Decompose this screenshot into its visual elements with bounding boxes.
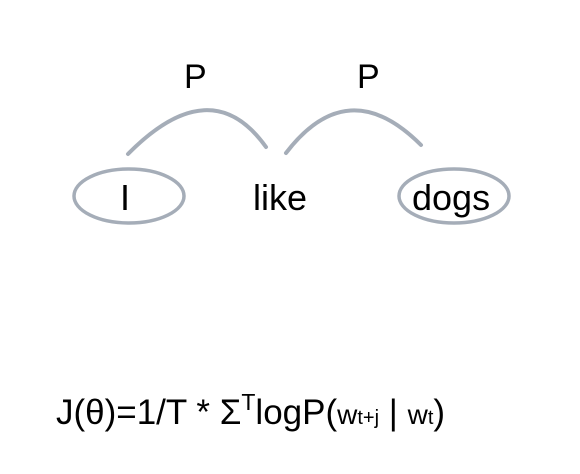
context-word-i: I bbox=[120, 177, 131, 218]
center-word-like: like bbox=[253, 177, 308, 218]
formula-separator: | bbox=[379, 393, 408, 432]
formula-w-center-subscript: t bbox=[427, 407, 434, 429]
formula-w-center: w bbox=[407, 399, 428, 430]
formula-w-target-subscript: t+j bbox=[357, 407, 380, 429]
probability-label-left: P bbox=[184, 58, 207, 96]
formula-lhs: J(θ)=1/T * Σ bbox=[56, 393, 242, 432]
formula-w-target: w bbox=[337, 399, 358, 430]
formula-logp: logP( bbox=[255, 393, 338, 432]
formula-sum-superscript: T bbox=[241, 389, 256, 415]
context-arc-right bbox=[284, 108, 423, 155]
word-oval-dogs bbox=[397, 167, 511, 225]
probability-label-right: P bbox=[357, 58, 380, 96]
context-arc-left bbox=[126, 108, 268, 156]
formula-close-paren: ) bbox=[433, 393, 446, 432]
word-oval-i bbox=[72, 167, 186, 225]
objective-formula: J(θ)=1/T * ΣTlogP(wt+j | wt) bbox=[56, 391, 446, 432]
context-word-dogs: dogs bbox=[412, 177, 491, 218]
